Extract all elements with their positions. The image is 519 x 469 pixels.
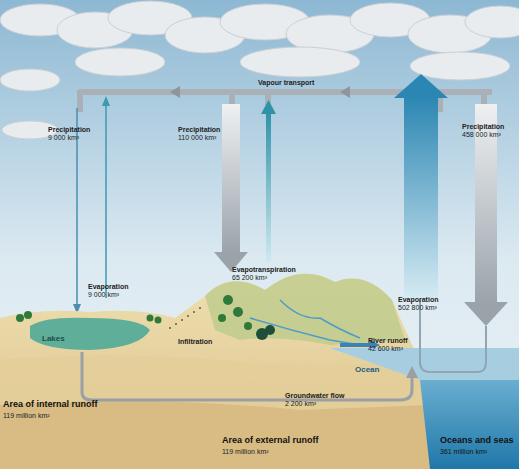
label: Precipitation [462, 123, 504, 130]
label: Evapotranspiration [232, 266, 296, 273]
label: 9 000 km³ [48, 134, 79, 141]
clouds [0, 1, 519, 139]
label: Area of internal runoff [3, 400, 98, 409]
land [0, 274, 430, 469]
label: 9 000 km³ [88, 291, 119, 298]
ocean [330, 348, 519, 469]
ocean-arrows [394, 74, 508, 326]
label: 458 000 km³ [462, 131, 501, 138]
label: Ocean [355, 366, 379, 374]
label: Evaporation [398, 296, 438, 303]
groundwater-flow-line [82, 352, 412, 400]
middle-arrows [214, 100, 276, 272]
groundwater-arrowhead [406, 366, 418, 378]
label: Lakes [42, 335, 65, 343]
infiltration-dots [169, 307, 201, 329]
label: Infiltration [178, 338, 212, 345]
label: Groundwater flow [285, 392, 345, 399]
label: Evaporation [88, 283, 128, 290]
label: 42 600 km³ [368, 345, 403, 352]
label: Vapour transport [258, 79, 314, 86]
label: 2 200 km³ [285, 400, 316, 407]
trees [16, 295, 275, 340]
label: Precipitation [48, 126, 90, 133]
label: River runoff [368, 337, 408, 344]
label: 65 200 km³ [232, 274, 267, 281]
label: 502 800 km³ [398, 304, 437, 311]
label: 119 million km² [3, 412, 50, 419]
label: Area of external runoff [222, 436, 319, 445]
label: Oceans and seas [440, 436, 514, 445]
label: 361 million km² [440, 448, 487, 455]
label: Precipitation [178, 126, 220, 133]
label: 110 000 km³ [178, 134, 216, 141]
vapour-arrowheads [170, 86, 350, 98]
label: 119 million km² [222, 448, 269, 455]
